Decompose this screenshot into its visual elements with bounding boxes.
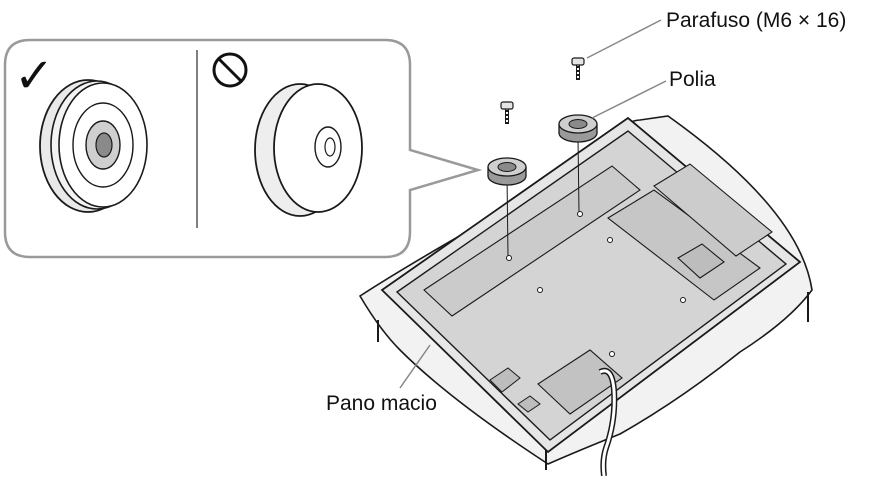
right-screw <box>571 57 585 80</box>
screw-label: Parafuso (M6 × 16) <box>666 9 847 32</box>
alignment-line-right <box>577 137 580 213</box>
tv-panel-region <box>607 189 761 301</box>
tv-panel-region <box>653 163 773 257</box>
tv-connector-block <box>537 349 623 415</box>
pulley-label: Polia <box>669 68 716 91</box>
wrong-pulley-illustration <box>254 83 363 217</box>
tv-port <box>517 395 541 413</box>
right-pulley <box>558 114 598 143</box>
mounting-hole <box>609 351 615 357</box>
checkmark-icon: ✓ <box>14 48 54 104</box>
power-cable-highlight <box>599 369 616 477</box>
correct-pulley-illustration <box>39 79 148 213</box>
left-pulley <box>487 157 527 186</box>
left-screw <box>500 101 514 124</box>
tv-rear-panel <box>380 116 802 477</box>
mounting-hole <box>607 237 613 243</box>
leader-line-screw <box>586 19 662 59</box>
mounting-hole <box>680 297 686 303</box>
mounting-hole <box>577 211 583 217</box>
leader-line-cloth <box>399 344 431 389</box>
leader-line-pulley <box>591 80 667 119</box>
callout-panel: ✓ <box>3 38 483 259</box>
mounting-hole <box>506 255 512 261</box>
alignment-line-left <box>506 174 509 257</box>
tv-port <box>489 367 521 393</box>
tv-panel-region <box>423 165 641 317</box>
soft-cloth-label: Pano macio <box>326 392 437 415</box>
tv-connector-block <box>677 243 725 279</box>
prohibited-icon <box>212 52 248 88</box>
mounting-hole <box>537 287 543 293</box>
